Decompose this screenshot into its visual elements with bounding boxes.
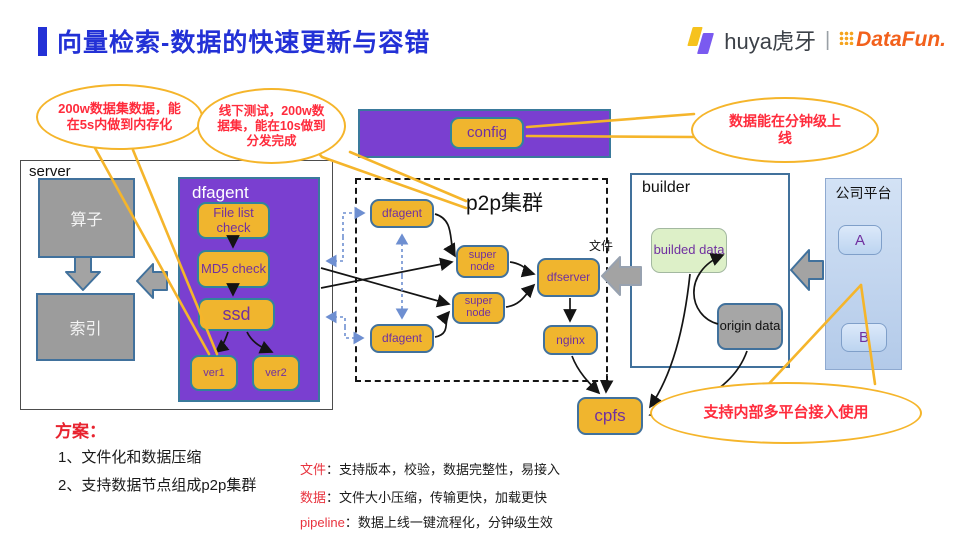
note-data-text: ：文件大小压缩，传输更快，加载更快 xyxy=(326,490,548,505)
builder-label: builder xyxy=(642,179,691,196)
solution-item-2: 2、支持数据节点组成p2p集群 xyxy=(58,477,257,494)
ssd-node: ssd xyxy=(198,298,275,331)
file-flow-label: 文件 xyxy=(589,239,614,253)
company-platform-label: 公司平台 xyxy=(835,185,892,201)
origin-data-node: origin data xyxy=(717,303,783,350)
p2p-dfagent-bottom-node: dfagent xyxy=(370,324,434,353)
note-pipeline-text: ：数据上线一键流程化，分钟级生效 xyxy=(344,515,553,530)
note-data: 数据：文件大小压缩，传输更快，加载更快 xyxy=(300,487,547,506)
dfserver-node: dfserver xyxy=(537,258,600,297)
note-pipeline: pipeline：数据上线一键流程化，分钟级生效 xyxy=(300,512,553,531)
note-data-label: 数据 xyxy=(300,490,327,505)
callout-memory: 200w数据集数据，能在5s内做到内存化 xyxy=(36,84,203,150)
platform-b-node: B xyxy=(841,323,887,352)
note-file-label: 文件 xyxy=(300,462,327,477)
callout-multi-platform: 支持内部多平台接入使用 xyxy=(650,382,922,444)
page-title: 向量检索-数据的快速更新与容错 xyxy=(57,29,431,57)
config-node: config xyxy=(450,117,524,149)
solution-item-1: 1、文件化和数据压缩 xyxy=(58,449,202,466)
title-accent-bar xyxy=(38,27,47,56)
brand-logos: huya虎牙 | DataFun. xyxy=(687,24,946,56)
logo-separator: | xyxy=(824,28,831,51)
solution-heading: 方案： xyxy=(55,422,106,441)
huya-logo-text: huya虎牙 xyxy=(724,29,816,54)
cpfs-node: cpfs xyxy=(577,397,643,435)
arrow-platform-to-builder xyxy=(790,249,824,291)
super-node-top: super node xyxy=(456,245,509,278)
datafun-logo-text: DataFun. xyxy=(856,28,946,51)
datafun-dots-icon xyxy=(839,31,855,45)
note-file: 文件：支持版本，校验，数据完整性，易接入 xyxy=(300,459,560,478)
md5-check-node: MD5 check xyxy=(197,250,270,288)
p2p-cluster-label: p2p集群 xyxy=(466,192,544,215)
server-label: server xyxy=(29,163,71,180)
nginx-node: nginx xyxy=(543,325,598,355)
huya-logo-icon xyxy=(687,24,715,56)
note-file-text: ：支持版本，校验，数据完整性，易接入 xyxy=(326,462,561,477)
ver2-node: ver2 xyxy=(252,355,300,391)
callout-offline-test: 线下测试，200w数据集，能在10s做到分发完成 xyxy=(197,88,346,164)
index-node: 索引 xyxy=(36,293,135,361)
super-node-bottom: super node xyxy=(452,292,505,324)
file-list-check-node: File list check xyxy=(197,202,270,239)
callout-minute-online: 数据能在分钟级上线 xyxy=(691,97,879,163)
builded-data-node: builded data xyxy=(651,228,727,273)
operator-node: 算子 xyxy=(38,178,135,258)
note-pipeline-label: pipeline xyxy=(300,515,345,530)
datafun-logo: DataFun. xyxy=(839,28,946,52)
platform-a-node: A xyxy=(838,225,882,255)
p2p-dfagent-top-node: dfagent xyxy=(370,199,434,228)
dfagent-host-label: dfagent xyxy=(192,183,249,202)
ver1-node: ver1 xyxy=(190,355,238,391)
